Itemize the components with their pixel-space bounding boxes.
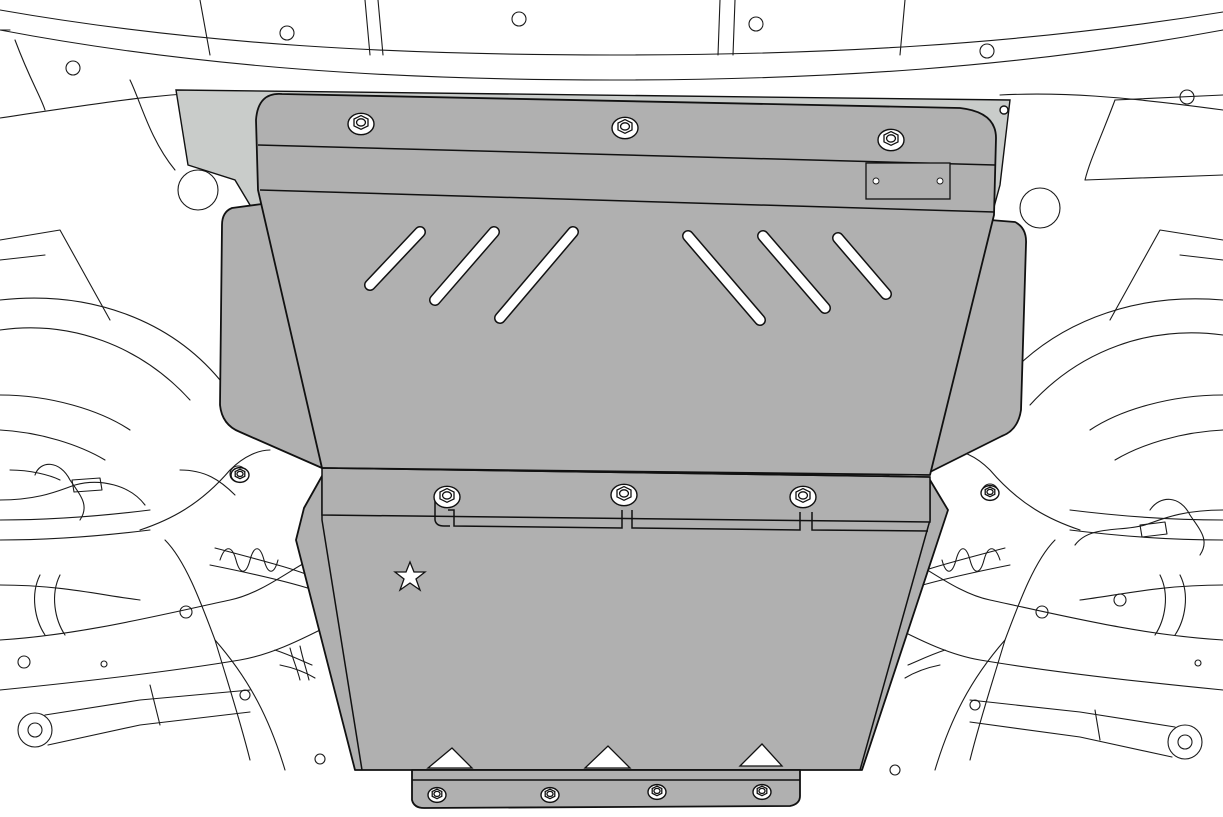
chassis-line-art bbox=[0, 0, 1223, 776]
bolt-icon bbox=[347, 112, 375, 136]
bolts bbox=[230, 112, 1000, 804]
bolt-icon bbox=[610, 483, 638, 507]
plate-fold-second bbox=[259, 189, 995, 213]
left-wing-plate bbox=[219, 203, 323, 469]
id-label-plate bbox=[865, 162, 951, 200]
bolt-icon bbox=[752, 783, 772, 801]
main-skid-plate bbox=[255, 93, 997, 476]
plate-fold-top bbox=[257, 144, 996, 166]
bolt-icon bbox=[789, 485, 817, 509]
bottom-mounting-tab bbox=[411, 769, 801, 809]
bracket-bolt-icon bbox=[999, 105, 1009, 115]
bolt-icon bbox=[877, 128, 905, 152]
stamped-ribs bbox=[434, 500, 929, 532]
bolt-icon bbox=[611, 116, 639, 140]
bolt-icon bbox=[540, 786, 560, 804]
bolt-icon bbox=[427, 786, 447, 804]
right-wing-plate bbox=[929, 219, 1027, 473]
bolt-icon bbox=[980, 484, 1000, 502]
triangle-stiffeners bbox=[426, 743, 784, 769]
bolt-icon bbox=[230, 466, 250, 484]
bolt-icon bbox=[647, 783, 667, 801]
vent-slots bbox=[364, 226, 892, 326]
star-icon bbox=[393, 560, 427, 592]
bolt-icon bbox=[433, 485, 461, 509]
